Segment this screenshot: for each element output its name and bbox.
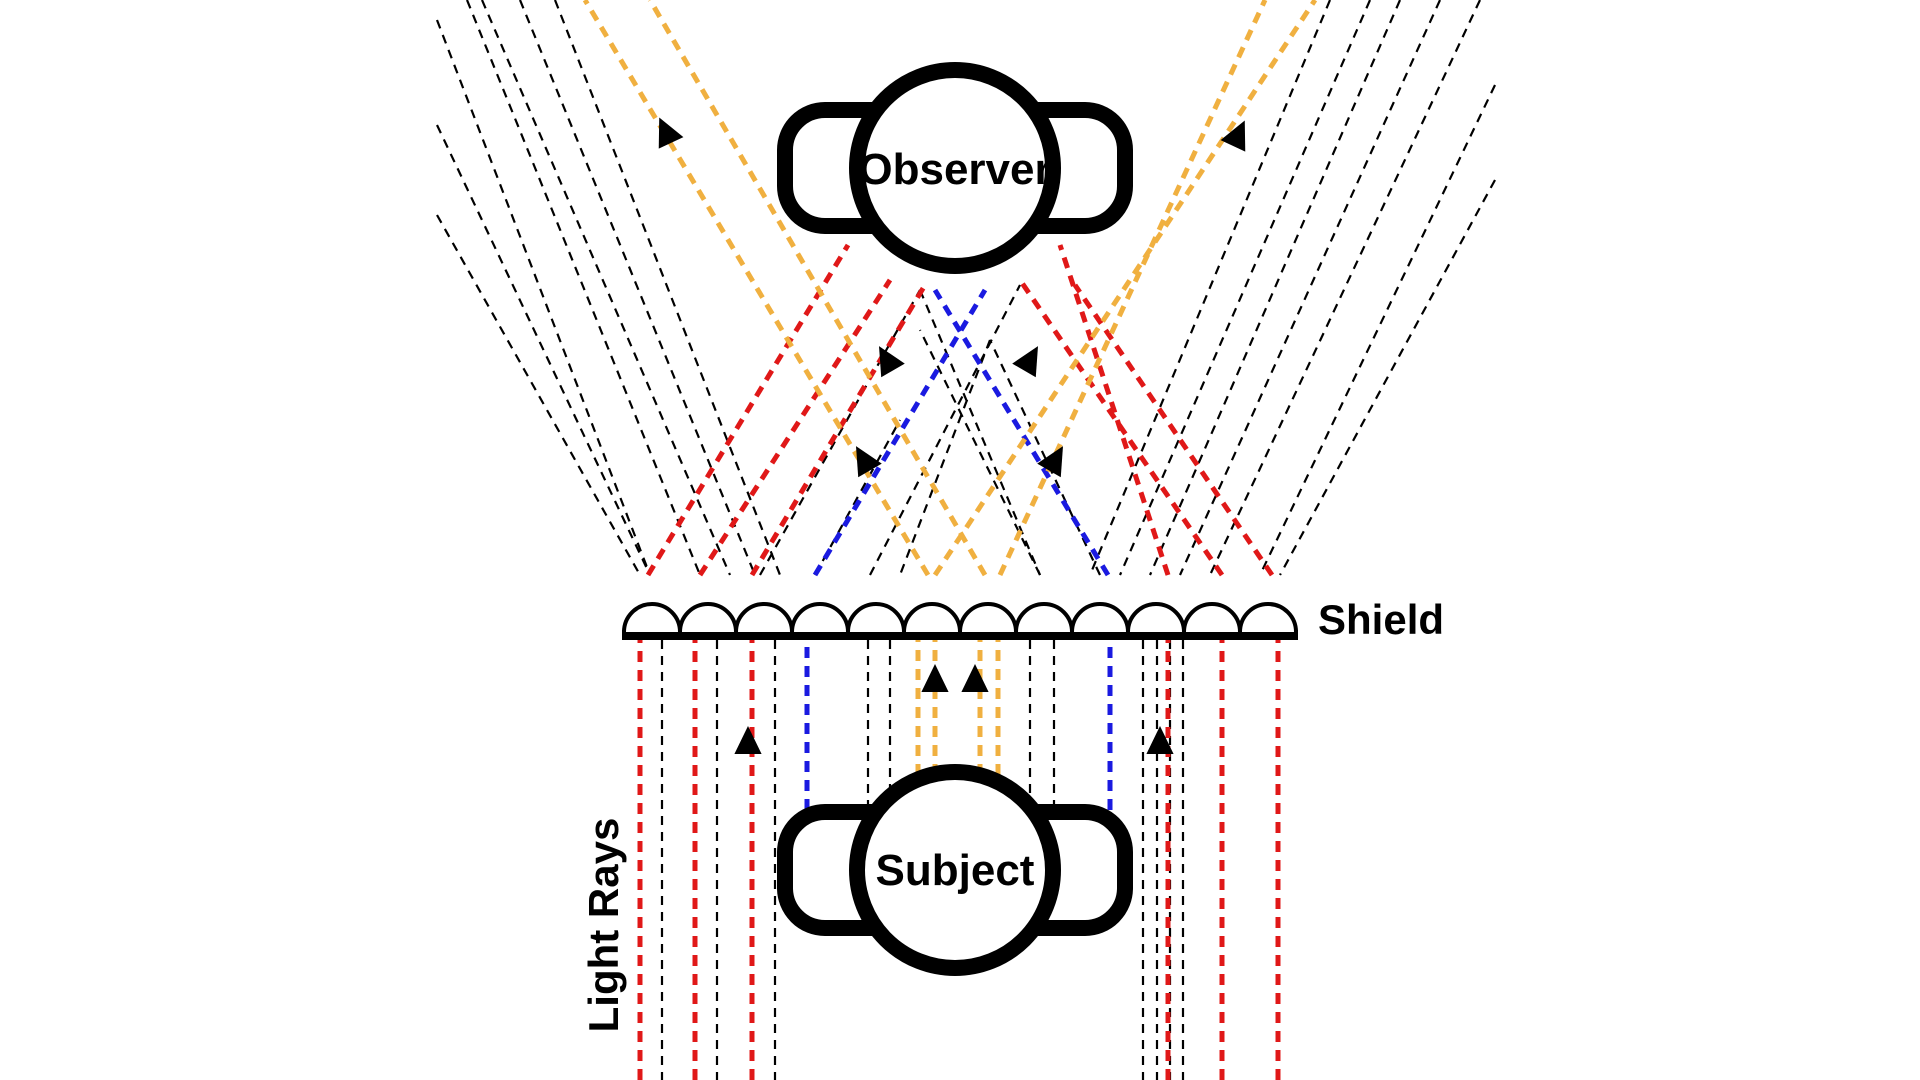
background-ray-upper-right (1209, 0, 1481, 576)
background-ray-upper-left (518, 0, 757, 576)
background-ray-inner (898, 339, 992, 576)
arrowhead (856, 446, 882, 478)
observer-head (777, 62, 1133, 274)
red-ray-diagonal (697, 278, 893, 577)
arrowhead (921, 664, 949, 692)
background-ray-upper-right (1259, 84, 1496, 576)
shield-lens (846, 602, 906, 633)
arrowhead (1012, 346, 1038, 378)
shield-lens (958, 602, 1018, 633)
red-ray-diagonal (1057, 244, 1171, 576)
shield (622, 602, 1298, 640)
background-ray-inner (989, 339, 1101, 576)
background-ray-upper-right (1118, 0, 1372, 576)
background-ray-upper-left (480, 0, 732, 576)
arrowhead (658, 117, 684, 149)
arrowhead (961, 664, 989, 692)
shield-base (622, 630, 1298, 640)
shield-lens (678, 602, 738, 633)
shield-lens (1238, 602, 1298, 633)
blue-ray-diagonal (812, 288, 988, 577)
background-ray-inner (919, 329, 1041, 576)
subject-head (777, 764, 1133, 976)
background-ray-upper-left (436, 214, 641, 576)
background-ray-upper-left (553, 0, 782, 576)
red-ray-diagonal (1017, 278, 1225, 577)
shield-lens (1182, 602, 1242, 633)
head-circle (849, 764, 1061, 976)
orange-ray-diagonal (932, 0, 1318, 577)
background-ray-upper-left (436, 124, 651, 576)
shield-lens (1126, 602, 1186, 633)
arrowheads-layer (658, 117, 1246, 754)
background-ray-upper-right (1178, 0, 1442, 576)
red-ray-diagonal (645, 243, 851, 577)
background-ray-inner (759, 289, 921, 576)
red-ray-diagonal (1072, 283, 1275, 577)
arrowhead (1220, 120, 1246, 152)
shield-lens (790, 602, 850, 633)
subject-label: Subject (876, 846, 1035, 895)
background-ray-inner (869, 284, 1021, 576)
background-ray-inner (918, 289, 1042, 576)
orange-ray-diagonal (647, 0, 988, 577)
head-circle (849, 62, 1061, 274)
background-ray-inner (814, 419, 901, 576)
heads-layer (777, 62, 1133, 976)
arrowhead (734, 726, 762, 754)
shield-lens (622, 602, 682, 633)
shield-label: Shield (1318, 596, 1444, 643)
shield-lens (734, 602, 794, 633)
background-ray-upper-left (435, 19, 652, 576)
background-ray-upper-left (465, 0, 702, 576)
shield-lens (902, 602, 962, 633)
arrowhead (1037, 446, 1063, 478)
light-rays-layer (435, 0, 1496, 1080)
arrowhead (879, 346, 905, 378)
arrowhead (1146, 726, 1174, 754)
observer-label: Observer (858, 145, 1051, 194)
orange-ray-diagonal (997, 0, 1268, 577)
shield-lens (1070, 602, 1130, 633)
shield-lens (1014, 602, 1074, 633)
background-ray-upper-right (1088, 0, 1332, 576)
orange-ray-diagonal (582, 0, 931, 577)
background-ray-upper-right (1148, 0, 1402, 576)
background-ray-upper-right (1279, 179, 1496, 576)
light-rays-label: Light Rays (580, 818, 627, 1033)
